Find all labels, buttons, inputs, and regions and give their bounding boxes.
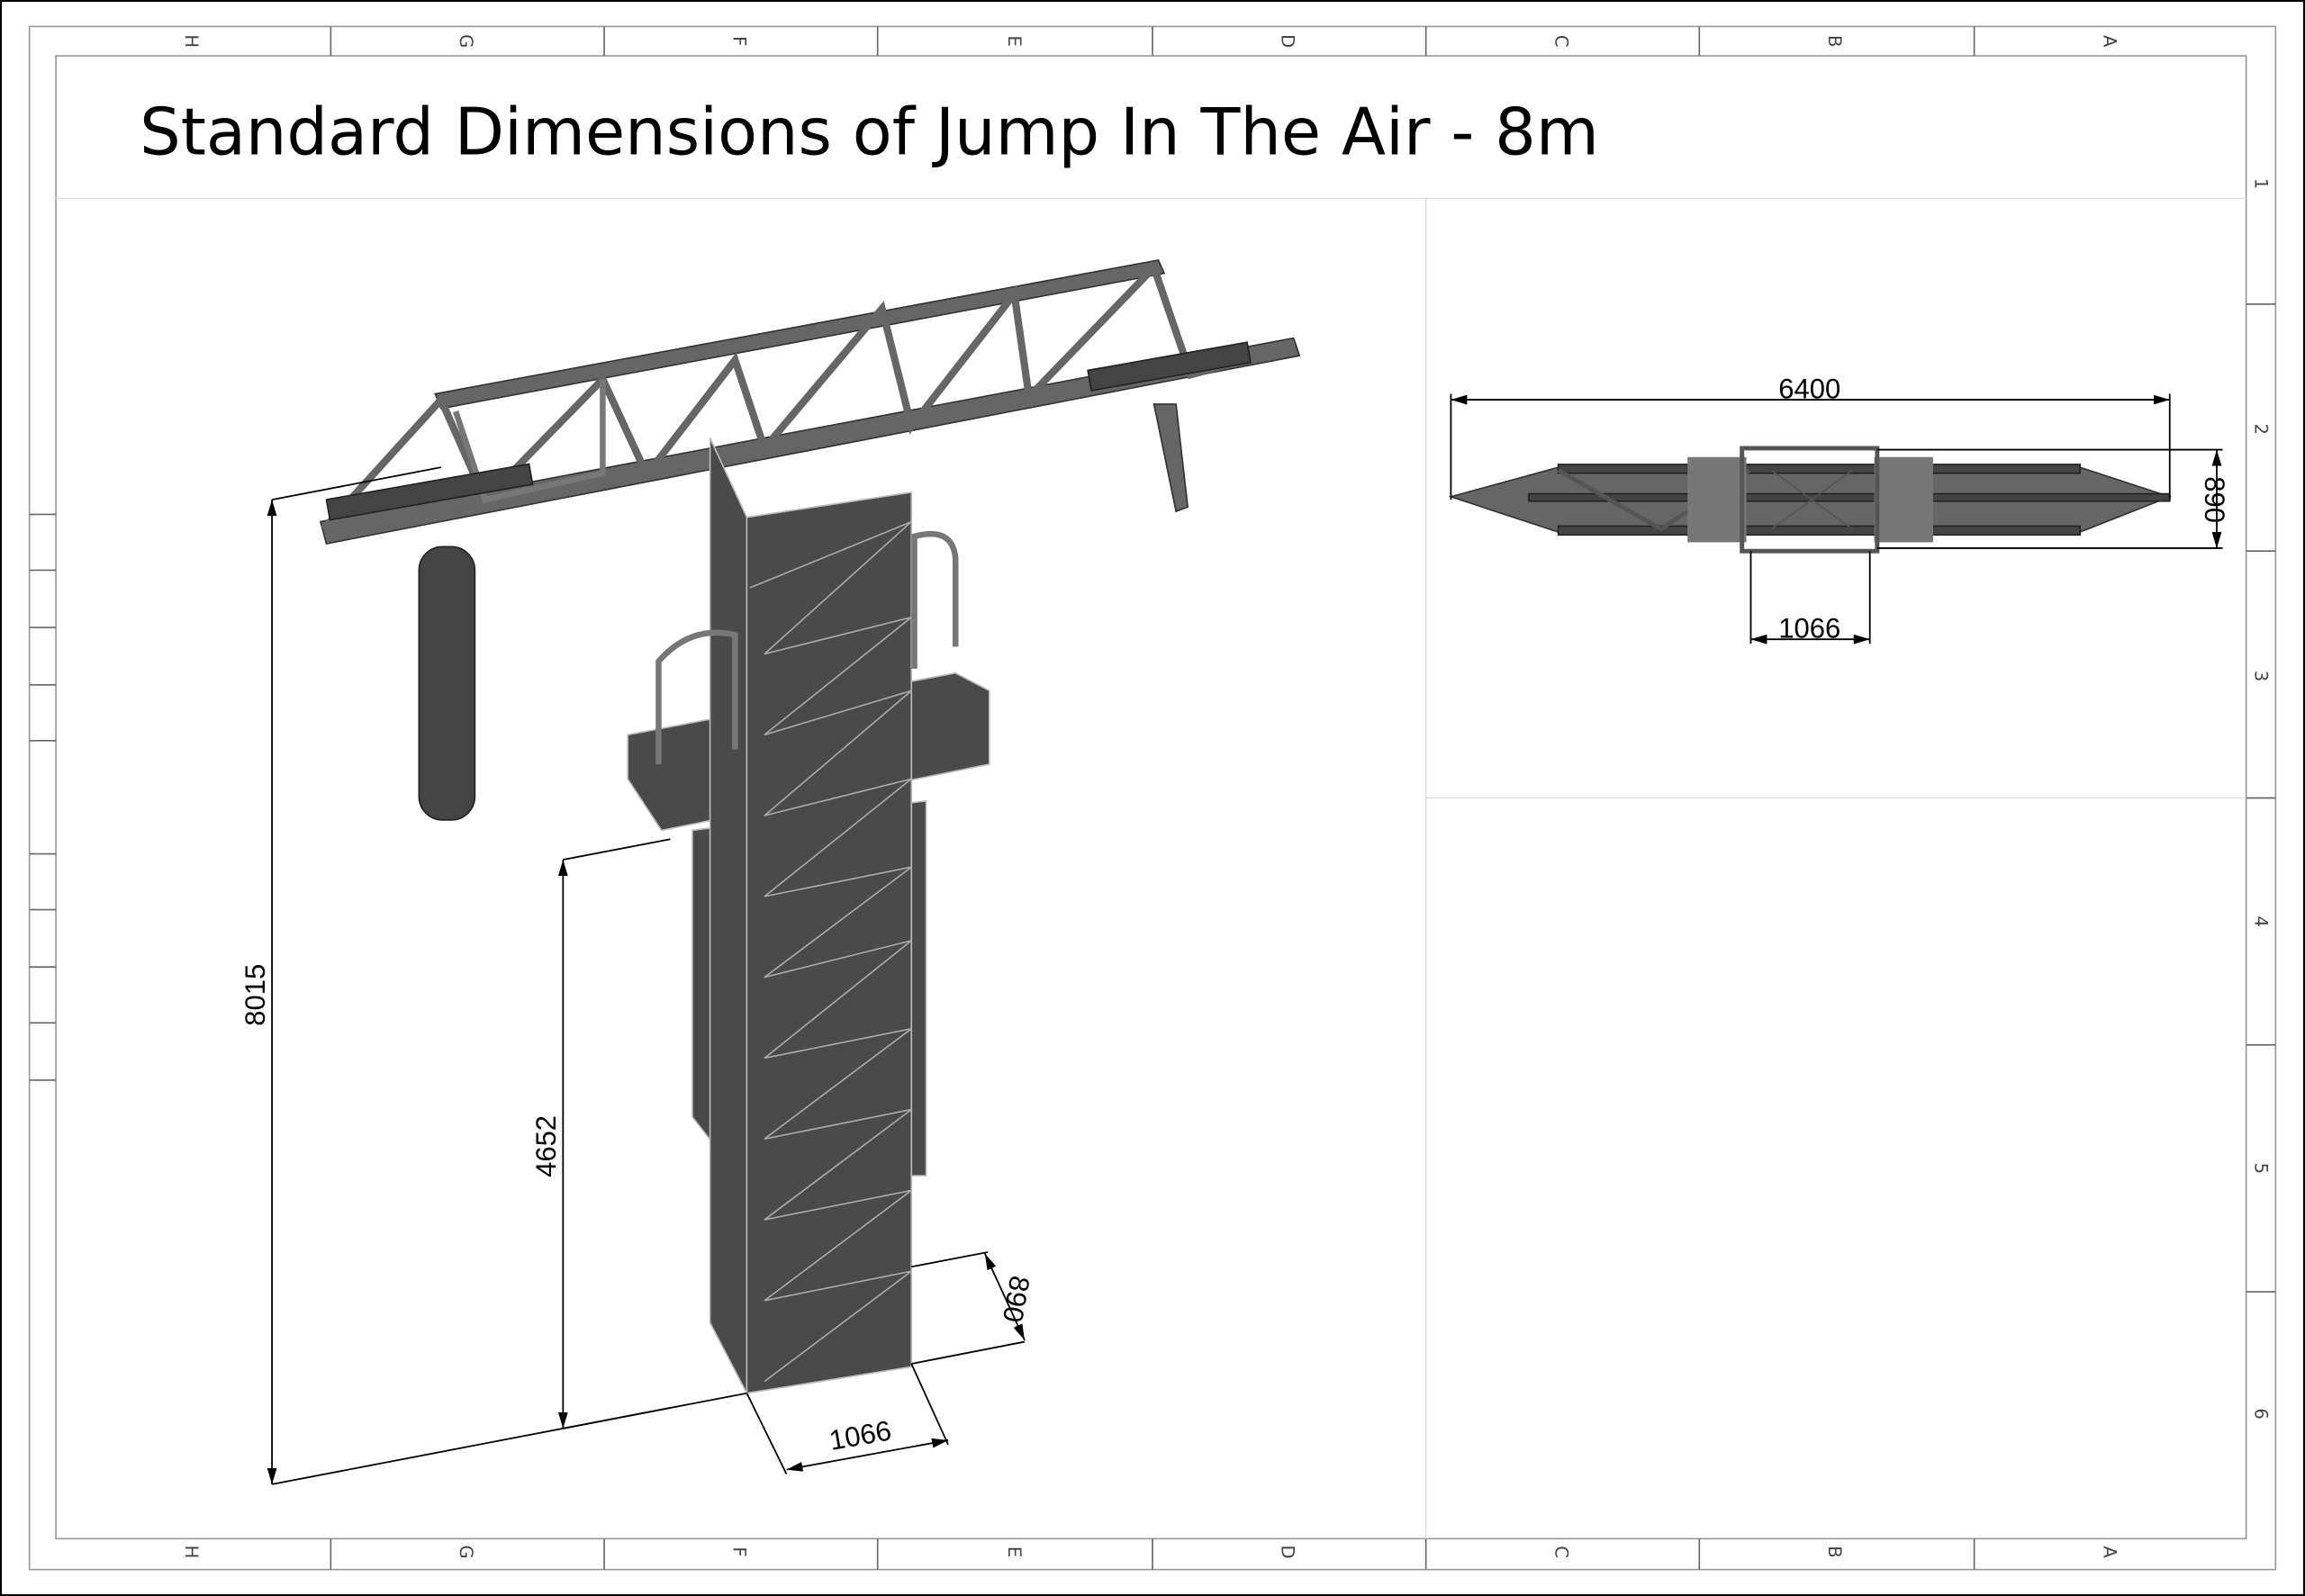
row-label: 5	[2250, 1163, 2271, 1174]
column-label: G	[456, 34, 476, 48]
column-label: E	[1004, 36, 1025, 47]
column-label: C	[1550, 35, 1571, 48]
column-label: D	[1278, 34, 1298, 48]
column-labels: H H G G F F E E D D C C B B A A	[181, 34, 2120, 1558]
column-label: F	[729, 36, 750, 46]
row-label: 6	[2250, 1408, 2271, 1419]
row-label: 4	[2250, 915, 2271, 926]
left-ticks	[29, 513, 57, 1081]
dim-top-length: 6400	[1778, 373, 1840, 404]
row-labels: 1 2 3 4 5 6	[2246, 178, 2276, 1420]
top-view: 6400 890 1066	[1448, 373, 2230, 645]
railing-left	[655, 629, 738, 764]
page-title: Standard Dimensions of Jump In The Air -…	[140, 94, 1599, 169]
dim-height-total: 8015	[240, 964, 271, 1026]
row-label: 1	[2250, 178, 2271, 189]
column-label: F	[729, 1546, 750, 1556]
punching-bag	[418, 546, 476, 821]
row-label: 2	[2250, 423, 2271, 434]
tower-side	[709, 437, 748, 1394]
column-label: H	[181, 34, 202, 48]
column-label: E	[1004, 1546, 1025, 1557]
column-label: A	[2099, 1546, 2120, 1558]
column-label: H	[181, 1546, 202, 1559]
column-label: B	[1824, 35, 1845, 47]
column-label: G	[456, 1545, 476, 1558]
row-label: 3	[2250, 671, 2271, 681]
column-label: B	[1824, 1546, 1845, 1557]
tower-front	[746, 491, 913, 1394]
column-label: C	[1550, 1546, 1571, 1558]
column-label: D	[1278, 1545, 1298, 1558]
isometric-view: 8015 4652 890 1066	[240, 259, 1301, 1485]
truss-arm	[319, 259, 1301, 546]
column-label: A	[2099, 35, 2120, 48]
railing-right	[911, 530, 959, 669]
column-dividers	[330, 26, 1975, 1570]
dim-top-width: 1066	[1778, 613, 1840, 645]
dim-platform-height: 4652	[530, 1115, 562, 1177]
dim-top-depth: 890	[2199, 476, 2230, 523]
